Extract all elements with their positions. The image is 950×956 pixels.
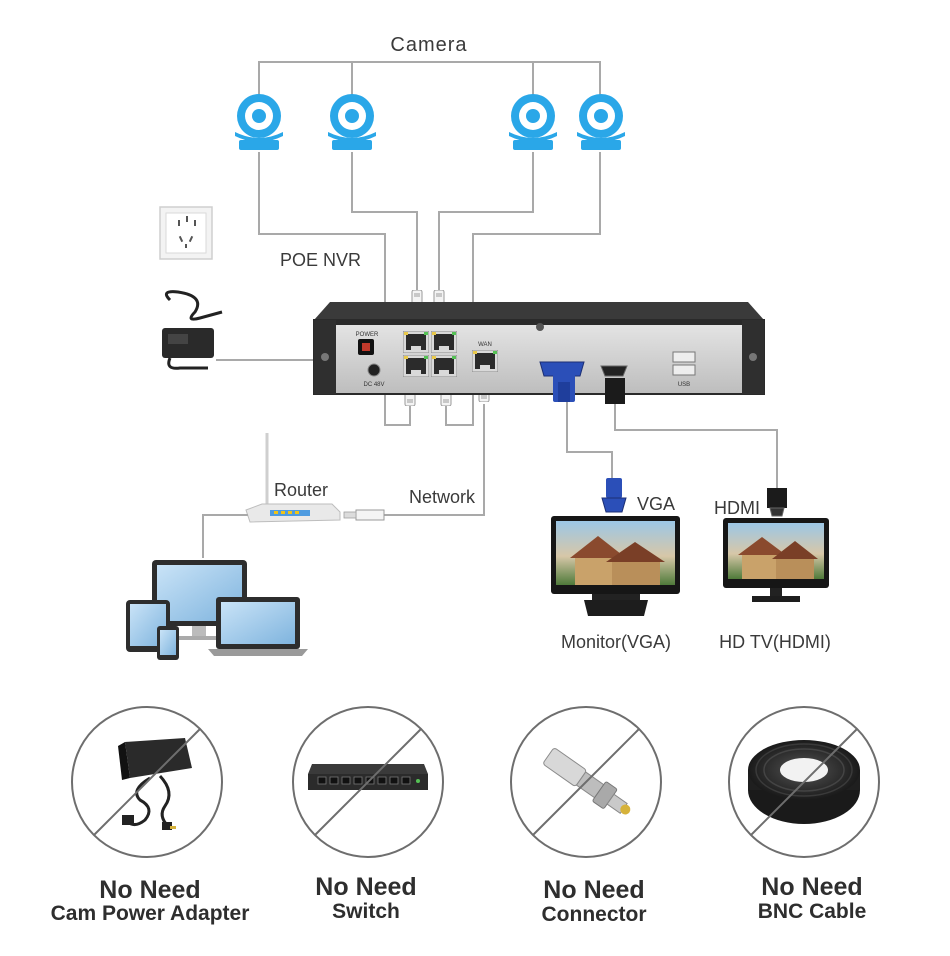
no-need-power-adapter [71,706,223,858]
network-switch-icon [308,764,428,790]
no-need-connector [510,706,662,858]
vga-port-icon [539,361,585,402]
power-adapter-photo-icon [118,738,192,830]
no-need-1-title: No Need [99,876,200,904]
camera-label: Camera [390,34,467,56]
camera-icon-4 [577,94,625,150]
network-cable [384,404,485,516]
network-plug-icon [343,509,385,521]
router-to-devices-cable [202,514,248,558]
nvr-dc-jack-icon [367,363,381,377]
no-need-3-title: No Need [543,876,644,904]
nvr-wan-label: WAN [478,342,492,348]
client-devices-icon [126,560,308,660]
wall-socket-icon [159,206,213,260]
monitor-label: Monitor(VGA) [561,632,671,652]
no-need-slash-2 [314,728,422,836]
network-label: Network [409,487,476,507]
poe-nvr-device [313,302,765,395]
no-need-switch [292,706,444,858]
power-adapter-icon [162,290,223,370]
poe-port-3-icon [403,355,429,377]
cable-coil-icon [748,740,860,824]
usb-ports-icon [672,351,696,376]
no-need-4-subtitle: BNC Cable [758,900,867,923]
no-need-2-title: No Need [315,873,416,901]
camera-icon-2 [328,94,376,150]
vga-label: VGA [637,494,675,514]
nvr-usb-label: USB [678,382,690,388]
hd-tv-label: HD TV(HDMI) [719,632,831,652]
hdmi-connector-icon [767,488,787,517]
router-label: Router [274,480,328,500]
no-need-bnc-cable [728,706,880,858]
no-need-slash-4 [750,728,858,836]
vga-connector-icon [601,478,627,513]
no-need-3-subtitle: Connector [542,903,647,926]
nvr-power-label: POWER [356,332,379,338]
vga-cable [566,402,613,482]
hd-tv-icon [723,518,829,602]
hdmi-label: HDMI [714,498,760,518]
poe-nvr-label: POE NVR [280,250,361,270]
no-need-2-subtitle: Switch [332,900,400,923]
camera-bracket-line [258,61,601,96]
camera-icon-3 [509,94,557,150]
no-need-slash-1 [93,728,201,836]
bnc-connector-icon [543,748,631,815]
hdmi-cable [614,404,778,490]
router-icon [245,433,341,523]
vga-monitor-icon [551,516,680,616]
poe-port-1-icon [403,331,429,353]
no-need-1-subtitle: Cam Power Adapter [51,902,250,925]
nvr-dc-label: DC 48V [363,382,384,388]
poe-port-2-icon [431,331,457,353]
hdmi-port-icon [600,365,628,404]
no-need-slash-3 [532,728,640,836]
poe-port-4-icon [431,355,457,377]
no-need-4-title: No Need [761,873,862,901]
wan-port-icon [472,350,498,372]
camera-icon-1 [235,94,283,150]
camera-3-cable [438,152,534,296]
camera-2-cable [351,152,418,296]
nvr-power-switch-rocker [362,343,370,351]
